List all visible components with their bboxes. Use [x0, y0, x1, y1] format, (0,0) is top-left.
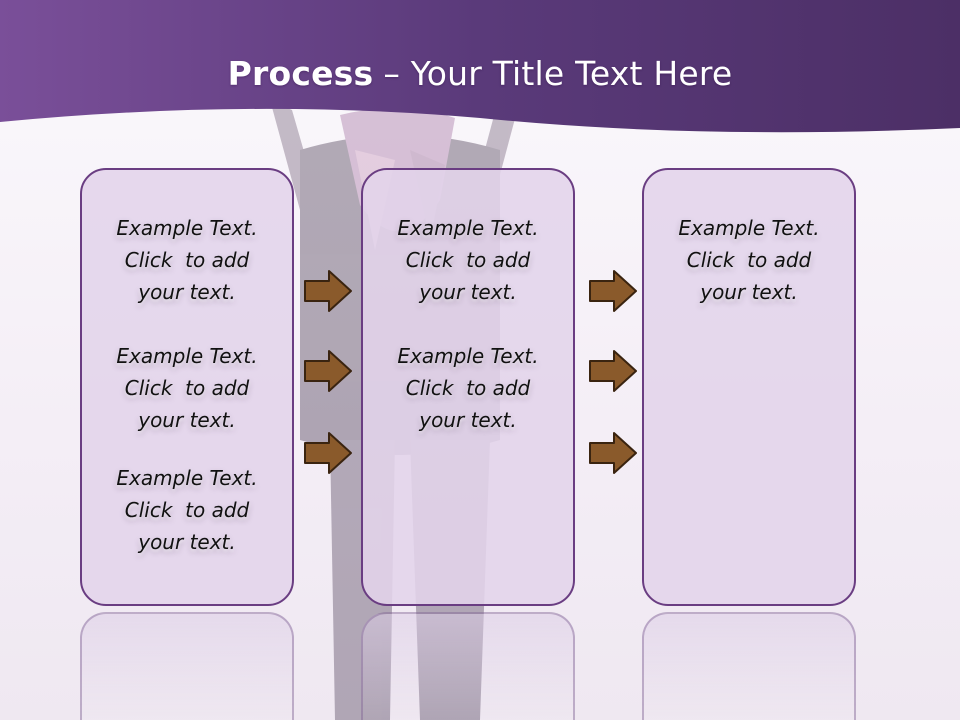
right-arrow-icon[interactable]: [588, 349, 638, 393]
placeholder-line: Click to add: [686, 248, 812, 272]
text-placeholder[interactable]: Example Text. Click to add your text.: [82, 212, 292, 308]
placeholder-line: your text.: [419, 408, 517, 432]
title-rest: – Your Title Text Here: [383, 54, 733, 93]
text-placeholder[interactable]: Example Text. Click to add your text.: [363, 212, 573, 308]
placeholder-line: Example Text.: [116, 216, 258, 240]
placeholder-line: Click to add: [124, 498, 250, 522]
right-arrow-icon[interactable]: [303, 269, 353, 313]
box-reflection: [642, 612, 856, 720]
title-bold: Process: [227, 54, 374, 93]
right-arrow-icon[interactable]: [588, 269, 638, 313]
placeholder-line: Example Text.: [678, 216, 820, 240]
placeholder-line: Click to add: [124, 248, 250, 272]
box-reflection: [361, 612, 575, 720]
text-placeholder[interactable]: Example Text. Click to add your text.: [363, 340, 573, 436]
right-arrow-icon[interactable]: [303, 349, 353, 393]
placeholder-line: Example Text.: [397, 216, 539, 240]
placeholder-line: your text.: [700, 280, 798, 304]
placeholder-line: Example Text.: [116, 466, 258, 490]
header-band: [0, 0, 960, 133]
slide-title[interactable]: Process– Your Title Text Here: [0, 54, 960, 93]
placeholder-line: Click to add: [405, 376, 531, 400]
placeholder-line: your text.: [138, 280, 236, 304]
placeholder-line: Example Text.: [397, 344, 539, 368]
right-arrow-icon[interactable]: [588, 431, 638, 475]
text-placeholder[interactable]: Example Text. Click to add your text.: [82, 462, 292, 558]
placeholder-line: Click to add: [124, 376, 250, 400]
text-placeholder[interactable]: Example Text. Click to add your text.: [644, 212, 854, 308]
placeholder-line: Click to add: [405, 248, 531, 272]
process-box-2: Example Text. Click to add your text. Ex…: [361, 168, 575, 606]
placeholder-line: Example Text.: [116, 344, 258, 368]
process-box-3: Example Text. Click to add your text.: [642, 168, 856, 606]
text-placeholder[interactable]: Example Text. Click to add your text.: [82, 340, 292, 436]
box-reflection: [80, 612, 294, 720]
placeholder-line: your text.: [138, 530, 236, 554]
placeholder-line: your text.: [419, 280, 517, 304]
placeholder-line: your text.: [138, 408, 236, 432]
right-arrow-icon[interactable]: [303, 431, 353, 475]
process-box-1: Example Text. Click to add your text. Ex…: [80, 168, 294, 606]
